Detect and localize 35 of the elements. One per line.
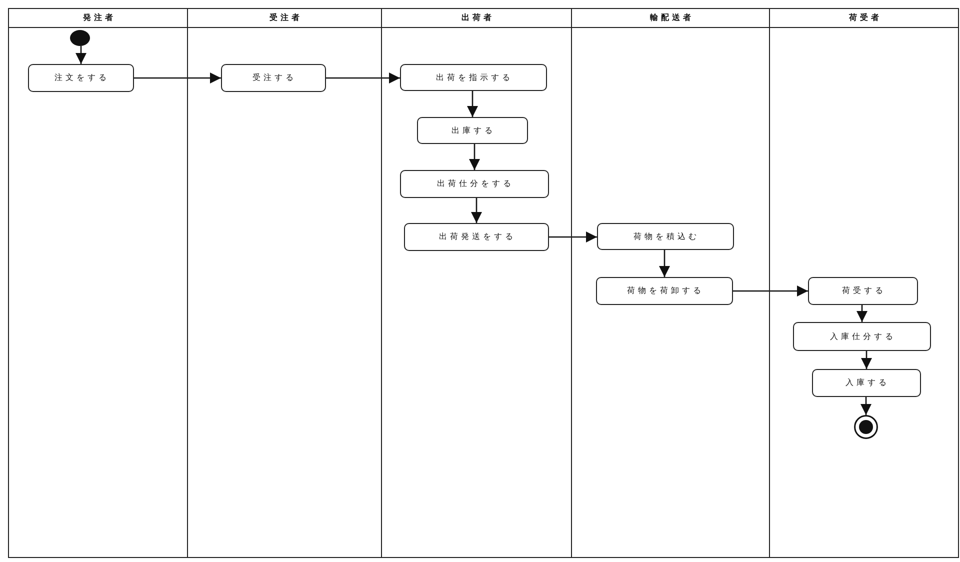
arrow [860,397,872,415]
swimlane [187,8,382,558]
arrow [659,250,670,277]
start-circle [70,30,90,46]
arrow [471,198,482,223]
arrow [76,46,86,64]
end-circle [854,414,878,439]
activity-box: 荷物を荷卸する [596,276,733,305]
arrow [733,286,808,296]
activity-box: 荷物を積込む [596,222,734,250]
arrow [467,91,478,117]
activity-box: 出荷発送をする [404,222,549,251]
lane-heading: 受注者 [188,9,381,28]
lane-heading: 輸配送者 [572,9,769,28]
activity-box: 受注する [220,64,326,92]
arrow [549,232,597,242]
lane-heading: 出荷者 [382,9,571,28]
swimlane [381,8,572,558]
activity-box: 注文をする [28,64,134,92]
activity-box: 出荷を指示する [400,64,547,91]
swimlane [8,8,188,558]
activity-box: 出荷仕分をする [400,170,549,198]
activity-box: 入庫仕分する [792,322,931,351]
arrow [326,72,400,84]
lane-heading: 発注者 [9,9,187,28]
lane-heading: 荷受者 [770,9,958,28]
activity-box: 荷受する [808,276,918,305]
arrow [134,72,221,84]
swimlane [571,8,770,558]
swimlane [769,8,959,558]
arrow [469,144,480,170]
arrow [861,351,872,369]
arrow [856,305,868,322]
activity-box: 出庫する [416,116,528,144]
activity-box: 入庫する [812,368,921,397]
